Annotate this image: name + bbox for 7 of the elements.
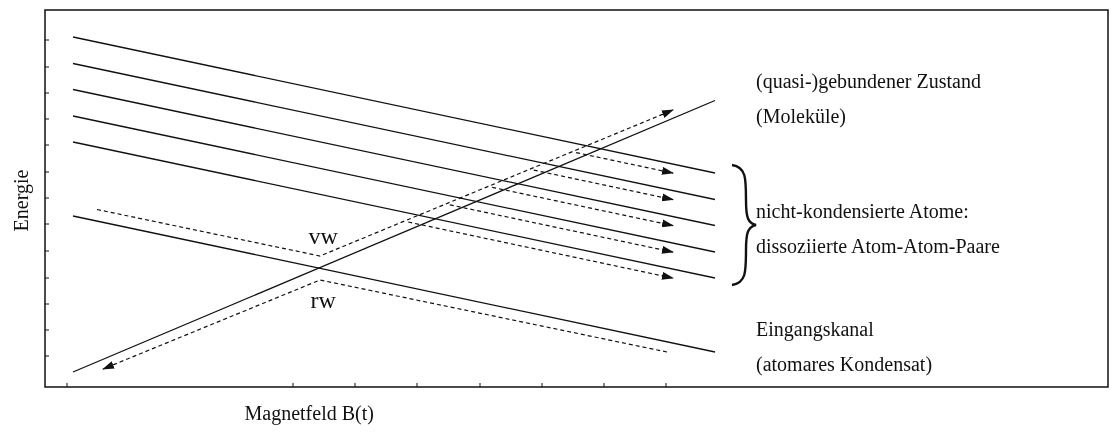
- state-label: Eingangskanal (atomares Kondensat): [756, 317, 934, 378]
- state-label: (quasi-)gebundener Zustand (Moleküle): [756, 69, 982, 130]
- axis-label: Magnetfeld B(t): [244, 400, 374, 427]
- axis-label: Energie: [9, 169, 34, 231]
- crossing-label: vw: [308, 223, 338, 249]
- state-label: nicht-kondensierte Atome: dissoziierte Atom-Atom-Paare: [756, 199, 1001, 259]
- crossing-label: rw: [310, 287, 336, 313]
